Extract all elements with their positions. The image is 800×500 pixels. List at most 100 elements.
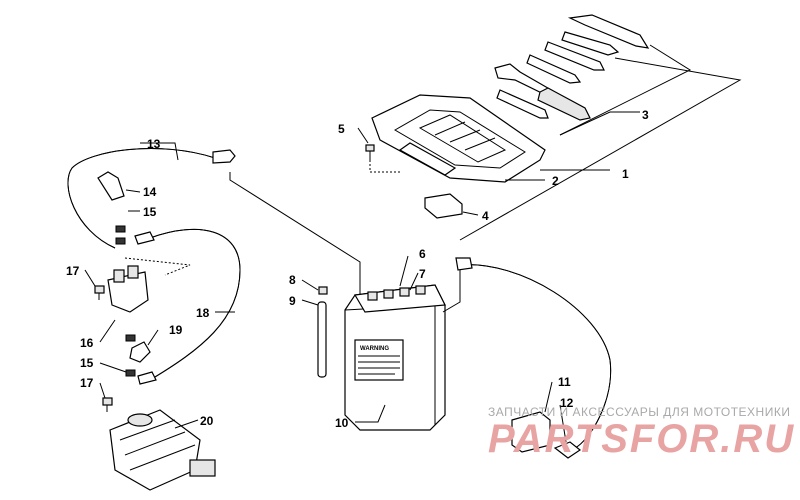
positive-lead [442,270,461,313]
callout-20: 20 [200,414,214,428]
screw-17b-icon [102,397,113,406]
callout-labels: 1 2 3 4 5 6 7 8 9 10 11 12 13 14 15 15 1… [66,108,649,430]
positive-cable-core [459,264,612,449]
callout-18: 18 [196,306,210,320]
callout-6: 6 [419,247,426,261]
tool-wrench-3-icon [526,54,582,84]
cap-8-icon [318,286,328,295]
callout-17a: 17 [66,264,80,278]
battery-assembly: WARNING [229,172,446,431]
pad-11-icon [511,411,551,453]
solenoid-16 [107,257,191,313]
cable-13 [67,148,216,249]
leader-7 [409,272,419,291]
leader-15b [99,362,127,373]
tool-wrench-2-icon [544,41,605,71]
watermark-tagline: ЗАПЧАСТИ И АКСЕССУАРЫ ДЛЯ МОТОТЕХНИКИ [488,405,790,419]
leader-19 [147,329,159,346]
watermark-brand: PARTSFOR.RU [488,417,795,461]
vent-tube-9-icon [317,301,327,378]
starter-ribs [119,419,196,471]
battery-post-4 [415,285,426,295]
starter-motor [109,409,216,491]
screw-5-dashed [369,160,400,173]
callout-12: 12 [560,396,574,410]
warning-lines [358,355,400,375]
callout-16: 16 [80,336,94,350]
callout-9: 9 [289,294,296,308]
boot-19-icon [129,341,151,363]
callout-15b: 15 [80,356,94,370]
battery-post-3 [399,287,410,297]
leader-17a [84,269,96,287]
tray-ribs [434,121,496,151]
starter-gear [189,459,216,477]
starter-terminal [127,413,153,427]
leader-8 [301,279,319,291]
nut-15a-icon [115,225,126,233]
hex-key-icon [567,14,650,49]
cable-18 [149,228,241,381]
screw-17a-icon [94,285,105,294]
boot-14-icon [97,171,125,201]
callout-4: 4 [482,209,489,223]
leader-12 [559,404,567,443]
callout-17b: 17 [80,376,94,390]
negative-path [229,172,361,298]
tools [494,14,650,121]
spark-plug-socket-icon [537,87,591,121]
tray-compartments [418,114,507,163]
tool-kit-group [365,14,742,241]
callout-19: 19 [169,323,183,337]
leader-5 [357,127,369,144]
tray-strap [398,142,457,176]
warning-label [354,339,404,381]
callout-1: 1 [622,167,629,181]
callout-8: 8 [289,273,296,287]
leader-10 [355,404,386,423]
positive-terminal [455,257,473,271]
battery-post-2 [383,289,394,299]
nut-15b-icon [115,237,126,245]
leader-17b [99,382,106,399]
leader-4 [462,211,479,216]
tool-tray [371,94,546,183]
solenoid-dashed [124,257,191,276]
leader-9 [301,299,319,306]
cable-18-terminal-bottom [137,371,157,385]
watermark: ЗАПЧАСТИ И АКСЕССУАРЫ ДЛЯ МОТОТЕХНИКИ PA… [488,405,795,461]
nut-15c-icon [125,334,136,342]
battery-post-1 [367,291,378,301]
nut-15d-icon [125,369,136,377]
callout-3: 3 [642,108,649,122]
callout-15a: 15 [143,205,157,219]
bracket-3 [559,44,692,136]
leader-3 [559,111,640,136]
screw-head-icon [365,144,375,152]
callout-10: 10 [335,416,349,430]
screw-5 [365,144,400,173]
callout-13: 13 [147,137,161,151]
cable-13-terminal-icon [212,149,236,164]
leader-14 [125,189,141,193]
callout-2: 2 [552,174,559,188]
solenoid-post-2 [127,265,139,279]
solenoid-post-1 [113,269,125,283]
callout-14: 14 [143,185,157,199]
tool-wrench-4-icon [496,89,549,119]
leader-11 [544,381,553,413]
callout-11: 11 [558,375,571,389]
cable-13-core [67,148,216,249]
cable-18-core [149,228,241,381]
foam-pad [424,193,463,219]
leader-6 [399,255,409,287]
cable-18-terminal-top [134,231,155,245]
bracket-1 [459,57,742,241]
callout-7: 7 [419,267,426,281]
left-assembly [67,148,241,491]
leader-13 [140,142,179,161]
tool-wrench-1-icon [561,31,620,56]
leader-16 [99,319,116,343]
